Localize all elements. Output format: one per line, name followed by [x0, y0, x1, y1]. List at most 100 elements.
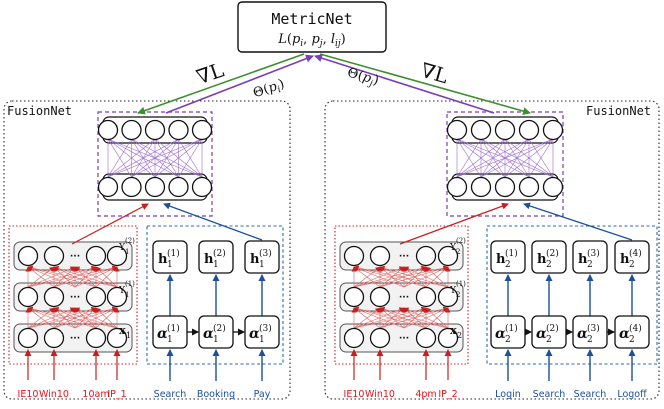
- h-node-1: [490, 240, 526, 274]
- h-node-2: [198, 240, 234, 274]
- fusion-bottom-node: [97, 176, 119, 198]
- fusionnet-label-right: FusionNet: [586, 104, 651, 118]
- attr-mesh-edge: [95, 266, 118, 288]
- input-label-ie10: IE10: [344, 389, 365, 400]
- attr-to-fusion-arrow-left: [71, 203, 149, 245]
- alpha-label-4-right: α(4)2: [619, 323, 642, 345]
- fusion-mesh-edge: [456, 138, 554, 178]
- attr-mlp-node: [17, 286, 39, 308]
- fusion-mlp-frame-left: [97, 111, 213, 217]
- attr-mesh-edge: [353, 266, 405, 288]
- x-label-left: x1: [119, 324, 131, 340]
- attr-mlp-node: [106, 286, 128, 308]
- fusion-mesh-edge: [528, 138, 554, 178]
- attr-mlp-node: [415, 327, 437, 349]
- attr-mlp-ellipsis: ···: [399, 334, 409, 344]
- metric-arrows: ∇L ∇L Θ(pi) Θ(pj): [137, 53, 531, 115]
- alpha-node-1: [152, 315, 188, 349]
- attr-mesh-edge: [53, 266, 97, 288]
- connection-edges: [24, 138, 636, 381]
- attr-mesh-edge: [403, 266, 449, 288]
- alpha-label-2-right: α(2)2: [536, 323, 559, 345]
- attr-mlp-node: [85, 286, 107, 308]
- h-node-3: [572, 240, 608, 274]
- alpha-node-1: [490, 315, 526, 349]
- fusion-top-node: [121, 119, 142, 141]
- attr-mesh-edge: [53, 307, 97, 329]
- attr-mesh-edge: [353, 307, 405, 329]
- fusionnet-frame-right: [324, 100, 660, 400]
- input-label-ip_1: IP_1: [107, 389, 126, 400]
- attr-mlp-node: [43, 286, 65, 308]
- alpha-node-2: [198, 315, 234, 349]
- y-label-2-left: Y(2)1: [118, 237, 135, 256]
- fusion-top-node: [542, 119, 564, 141]
- attr-mesh-edge: [379, 307, 427, 329]
- attr-mlp-node: [437, 286, 459, 308]
- y-label-1-left: Y(1)1: [118, 280, 135, 299]
- attr-mlp-ellipsis: ···: [70, 293, 80, 303]
- alpha-node-3: [244, 315, 280, 349]
- input-label-ip_2: IP_2: [438, 389, 457, 400]
- fusion-bottom-node: [470, 176, 492, 198]
- metricnet-frame: [237, 1, 387, 53]
- attr-mlp-node: [437, 327, 459, 349]
- alpha-node-4: [614, 315, 650, 349]
- h-label-4-right: h(4)2: [620, 248, 642, 270]
- sequence-frame-left: [146, 225, 284, 365]
- attr-mlp-ellipsis: ···: [70, 252, 80, 262]
- event-label-pay: Pay: [254, 389, 271, 400]
- fusion-top-node: [144, 119, 166, 141]
- fusion-top-node: [168, 119, 189, 141]
- attr-mlp-frame-right: [334, 225, 469, 365]
- fusion-bottom-node: [168, 176, 189, 198]
- h-node-1: [152, 240, 188, 274]
- sequence-frame-right: [486, 225, 658, 365]
- h-node-2: [531, 240, 567, 274]
- input-label-4pm: 4pm: [415, 389, 436, 400]
- theta-label-left: Θ(pi): [251, 77, 287, 104]
- fusionnet-frame-left: [3, 100, 291, 400]
- attr-mlp-ellipsis: ···: [399, 293, 409, 303]
- attr-mesh-edge: [27, 307, 76, 329]
- metricnet-box: MetricNet L(pi, pj, lij): [237, 1, 387, 53]
- attr-mesh-edge: [27, 306, 118, 329]
- h-label-2-left: h(2)1: [204, 248, 226, 270]
- attr-mlp-node: [415, 245, 437, 267]
- fusion-mesh-edge: [107, 138, 132, 178]
- h-label-1-left: h(1)1: [158, 248, 180, 270]
- seq-to-fusion-arrow-left: [163, 202, 263, 241]
- input-label-ie10: IE10: [18, 389, 39, 400]
- attr-mlp-frame-left: [8, 225, 138, 365]
- fusion-mesh-edge: [107, 138, 203, 178]
- alpha-label-1-right: α(1)2: [495, 323, 518, 345]
- attr-mesh-edge: [379, 265, 449, 288]
- input-label-10am: 10am: [82, 389, 109, 400]
- x-label-right: x2: [450, 324, 462, 340]
- event-label-login: Login: [495, 389, 521, 400]
- fusion-mesh-edge: [456, 138, 506, 178]
- attr-mesh-edge: [27, 265, 118, 288]
- attr-mesh-edge: [353, 306, 427, 329]
- attr-mesh-edge: [53, 306, 118, 329]
- attr-mlp-node: [415, 286, 437, 308]
- attr-mlp-node: [343, 245, 365, 267]
- attr-mlp-node: [43, 245, 65, 267]
- h-node-3: [244, 240, 280, 274]
- y-label-1-right: Y(1)2: [449, 280, 466, 299]
- fusion-bottom-node: [518, 176, 540, 198]
- attr-mesh-edge: [425, 266, 449, 288]
- attr-mlp-node: [85, 327, 107, 349]
- metricnet-title: MetricNet: [271, 10, 352, 28]
- attr-mesh-edge: [353, 265, 449, 288]
- attr-mlp-node: [85, 245, 107, 267]
- metricnet-loss-formula: L(pi, pj, lij): [277, 32, 346, 49]
- fusion-mesh-edge: [131, 138, 203, 178]
- attr-mlp-node: [17, 327, 39, 349]
- fusion-top-node: [518, 119, 540, 141]
- h-node-4: [614, 240, 650, 274]
- y-label-2-right: Y(2)2: [449, 237, 466, 256]
- attr-mlp-node: [369, 286, 391, 308]
- fusion-mesh-edge: [456, 138, 482, 178]
- attr-mlp-node: [43, 327, 65, 349]
